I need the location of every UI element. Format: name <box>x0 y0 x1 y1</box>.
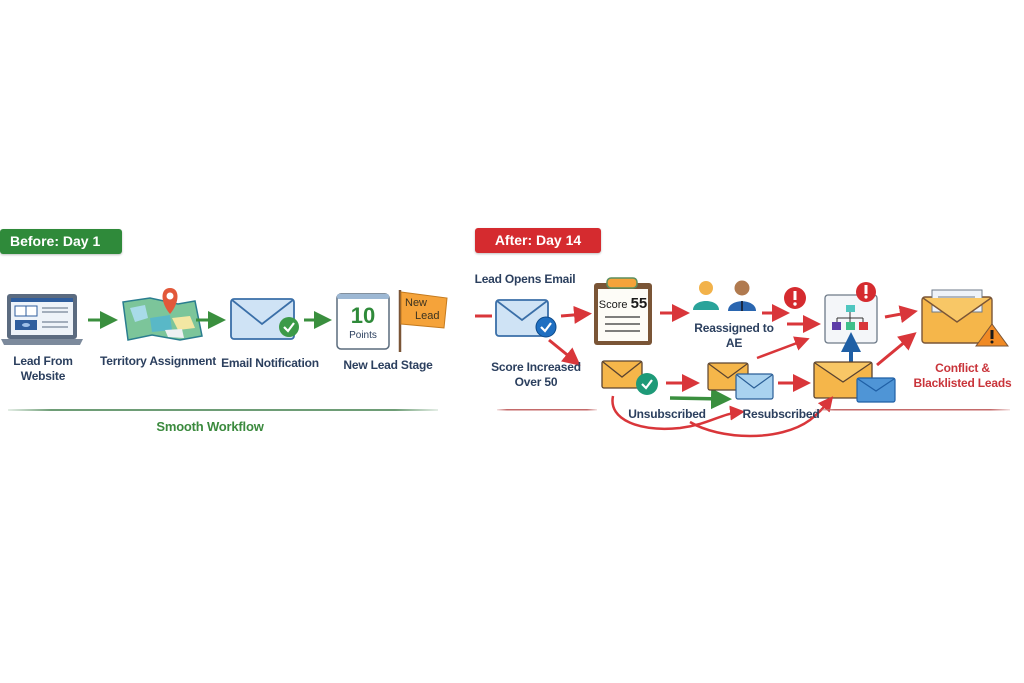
score-value: 55 <box>630 295 648 312</box>
label-line: Blacklisted Leads <box>913 376 1012 390</box>
label-line: Score Increased <box>491 360 581 374</box>
map-pin-icon <box>122 288 203 341</box>
smooth-workflow-label: Smooth Workflow <box>156 419 264 434</box>
flag-text: New Lead <box>405 297 445 323</box>
label-line: Reassigned to <box>694 321 774 335</box>
flag-line: Lead <box>415 310 440 322</box>
divider-after-left <box>497 409 597 411</box>
label-new-lead-stage: New Lead Stage <box>343 358 433 372</box>
points-card-icon <box>336 293 390 350</box>
unsubscribed-envelope-icon <box>601 360 658 395</box>
flag-line: New <box>405 297 428 309</box>
resubscribed-envelopes-icon <box>707 362 774 400</box>
arrow-resub-to-hierarchy <box>756 336 810 360</box>
divider-before <box>8 409 438 411</box>
label-territory-assignment: Territory Assignment <box>99 354 217 368</box>
label-conflict-blacklisted: Conflict & Blacklisted Leads <box>905 361 1020 391</box>
clipboard-score-icon <box>594 277 652 345</box>
arrow-green-resub <box>669 388 732 410</box>
arrow-hierarchy-to-conflict <box>884 305 918 324</box>
arrow-email-to-score <box>560 305 592 324</box>
label-line: Lead From <box>13 354 73 368</box>
label-email-notification: Email Notification <box>221 356 319 370</box>
alert-icon <box>784 287 806 309</box>
divider-after-right <box>815 409 1010 411</box>
label-reassigned-to-ae: Reassigned to AE <box>684 321 784 351</box>
label-line: Conflict & <box>935 361 990 375</box>
after-badge: After: Day 14 <box>475 228 601 253</box>
label-line: AE <box>725 336 743 350</box>
conflict-envelope-icon <box>921 289 1009 347</box>
points-value: 10 <box>350 303 376 328</box>
laptop-icon <box>1 294 83 345</box>
email-opened-icon <box>495 299 557 338</box>
hierarchy-icon <box>824 282 878 344</box>
label-line: Over 50 <box>514 375 558 389</box>
label-line: Website <box>20 369 66 383</box>
arrow-curve-to-stack <box>689 396 834 438</box>
score-prefix: Score <box>598 299 628 311</box>
stacked-envelopes-icon <box>813 361 896 403</box>
label-lead-from-website: Lead From Website <box>0 354 86 384</box>
email-check-icon <box>230 298 299 340</box>
arrow-curve-unsub-to-resub <box>611 395 745 430</box>
arrow-email-to-unsub <box>548 338 581 366</box>
label-lead-opens-email: Lead Opens Email <box>474 272 576 286</box>
score-card-text: Score 55 <box>598 295 648 312</box>
label-score-increased: Score Increased Over 50 <box>484 360 588 390</box>
flag-icon <box>398 290 448 352</box>
before-badge: Before: Day 1 <box>0 229 122 254</box>
people-icon <box>693 280 756 311</box>
arrow-envelopes-to-conflict <box>876 332 917 367</box>
points-unit: Points <box>349 330 377 341</box>
label-unsubscribed: Unsubscribed <box>628 407 706 421</box>
label-resubscribed: Resubscribed <box>742 407 820 421</box>
